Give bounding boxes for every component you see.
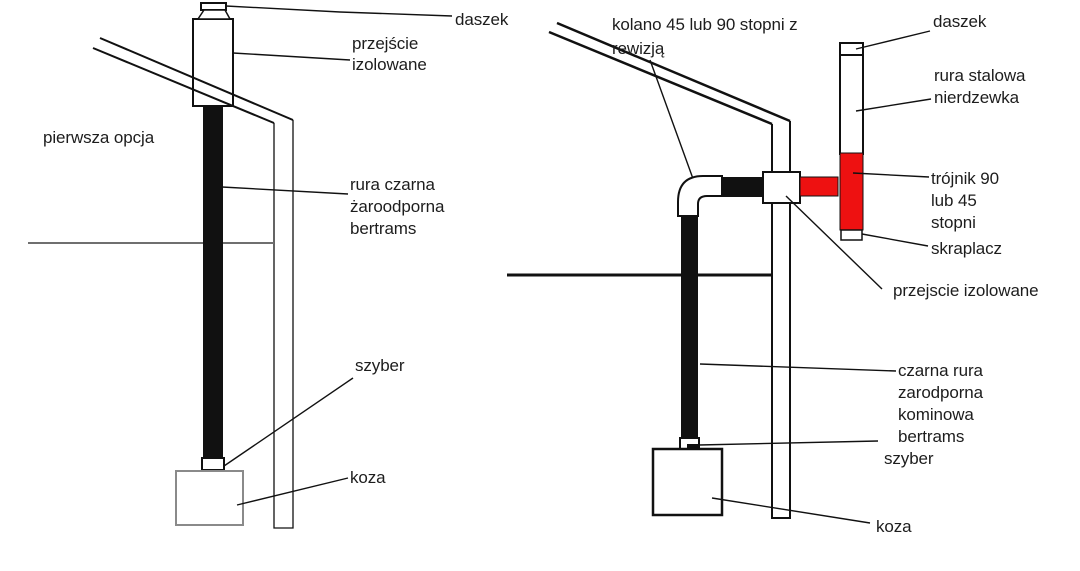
right-label-daszek: daszek: [933, 12, 987, 31]
right-roof-line-lower: [548, 30, 773, 126]
left-label-daszek: daszek: [455, 10, 509, 29]
right-label-rura-stalowa: rura stalowa nierdzewka: [934, 66, 1026, 107]
right-leader-rura-stalowa: [855, 98, 932, 112]
left-wall: [273, 120, 294, 529]
left-label-szyber: szyber: [355, 356, 405, 375]
left-leader-przejscie: [232, 52, 351, 61]
left-caption: pierwsza opcja: [43, 128, 155, 147]
right-leader-skraplacz: [861, 233, 929, 247]
right-stove-box: [651, 447, 724, 517]
left-roof-line-lower: [92, 47, 275, 124]
right-label-szyber: szyber: [884, 449, 934, 468]
left-leader-koza: [236, 477, 349, 506]
right-damper-stub: [687, 444, 698, 451]
right-black-horizontal-pipe: [718, 177, 764, 197]
right-insulated-passage-tee: [762, 171, 801, 204]
left-roof-line-upper: [99, 37, 294, 121]
right-stainless-pipe: [839, 53, 864, 155]
right-leader-szyber: [698, 440, 879, 446]
left-label-przejscie: przejście izolowane: [352, 34, 427, 74]
left-leader-daszek: [225, 5, 453, 17]
left-chimney-cap-neck: [196, 9, 232, 20]
right-chimney-cap: [839, 42, 864, 56]
right-label-koza: koza: [876, 517, 912, 536]
right-label-trojnik: trójnik 90 lub 45 stopni: [931, 169, 999, 232]
left-label-koza: koza: [350, 468, 386, 487]
left-label-rura-czarna: rura czarna żaroodporna bertrams: [350, 175, 445, 238]
right-leader-przejscie: [785, 195, 883, 290]
right-label-czarna-rura: czarna rura zarodporna kominowa bertrams: [898, 361, 984, 446]
right-leader-czarna-rura: [699, 363, 897, 372]
right-label-skraplacz: skraplacz: [931, 239, 1002, 258]
right-black-stove-pipe: [681, 215, 698, 438]
right-roof-line-upper: [556, 21, 791, 123]
left-black-stove-pipe: [203, 107, 223, 458]
left-leader-rura-czarna: [221, 186, 349, 195]
right-label-przejscie: przejscie izolowane: [893, 281, 1039, 300]
left-leader-szyber: [223, 377, 354, 467]
right-wall: [771, 121, 791, 519]
right-label-kolano: kolano 45 lub 90 stopni z rewizją: [612, 15, 798, 58]
right-leader-kolano: [649, 59, 697, 188]
right-elbow-revision: [677, 175, 723, 217]
right-leader-daszek: [855, 30, 931, 50]
right-condensate-collector: [840, 229, 863, 241]
left-chimney-cap-lid: [200, 2, 227, 11]
right-leader-trojnik: [852, 172, 930, 178]
right-tee-red-vertical: [839, 152, 864, 231]
left-stove-box: [175, 470, 244, 526]
left-damper-connector: [201, 457, 225, 471]
right-leader-koza: [711, 497, 871, 524]
right-tee-red-stub: [799, 176, 839, 197]
